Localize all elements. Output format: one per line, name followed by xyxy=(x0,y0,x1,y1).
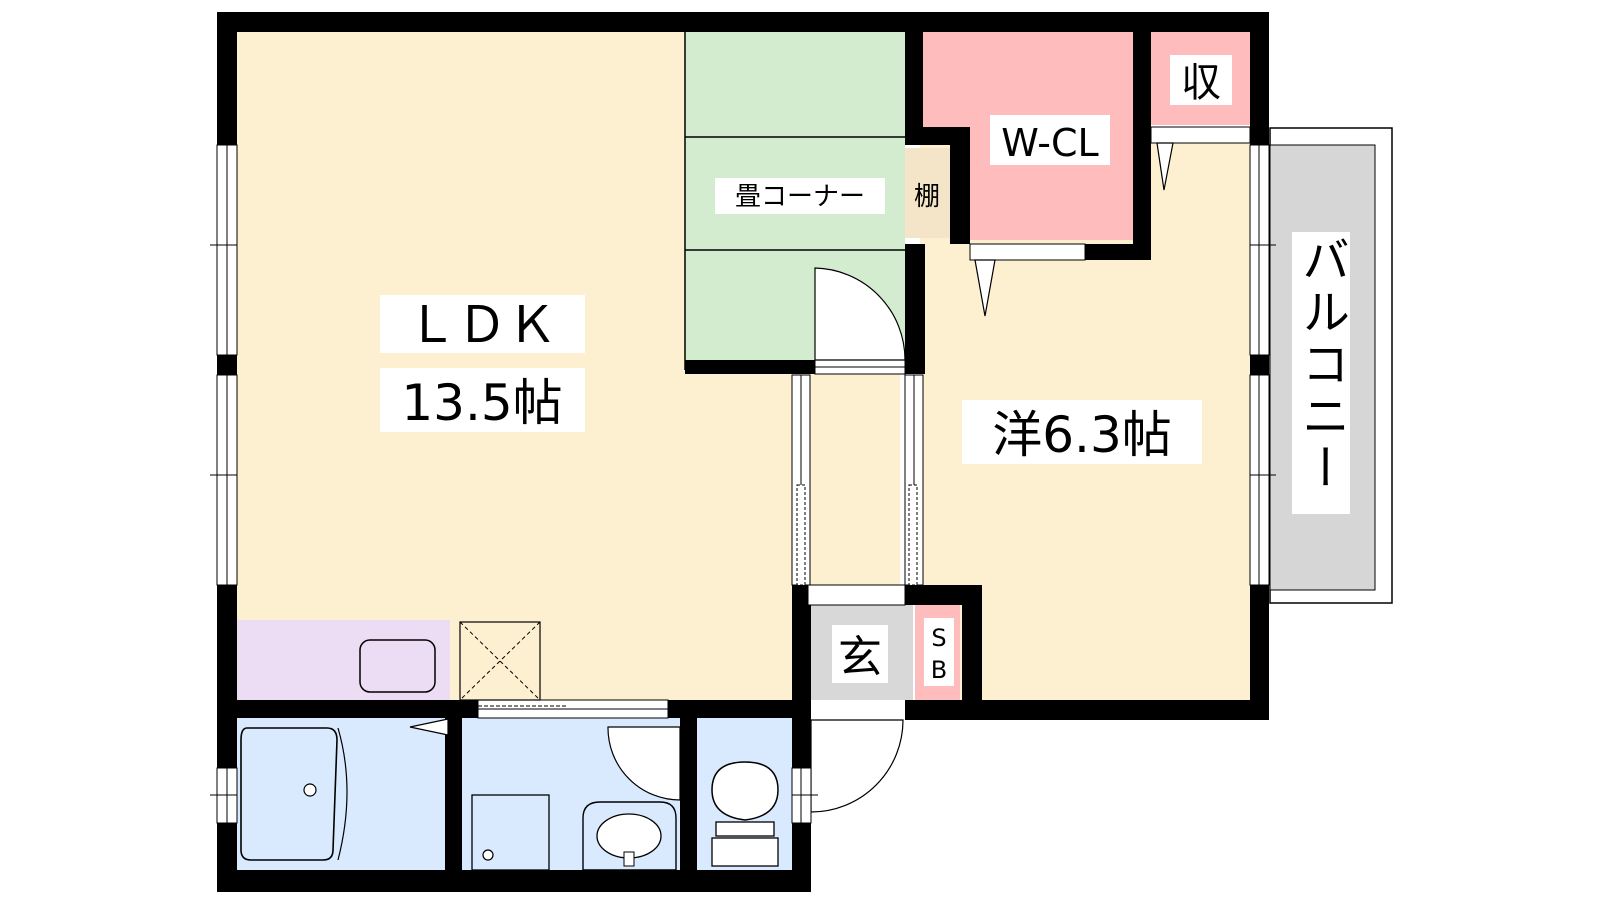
door-markers xyxy=(409,142,1174,736)
shoe-box-label-s: S xyxy=(931,624,946,652)
stove xyxy=(459,621,541,701)
storage-label: 収 xyxy=(1181,60,1221,106)
walls xyxy=(217,12,1269,892)
hallway-floor xyxy=(800,370,900,590)
ldk-name-label: ＬＤＫ xyxy=(407,296,557,354)
washbasin xyxy=(582,801,677,871)
walk-in-closet-label: W-CL xyxy=(1001,121,1098,165)
shelf-floor xyxy=(905,148,950,238)
ldk-size-label: 13.5帖 xyxy=(401,374,562,432)
shelf-label: 棚 xyxy=(914,182,940,212)
left-windows xyxy=(210,144,238,824)
bathtub xyxy=(240,727,348,861)
interior-doors xyxy=(477,126,1251,719)
balcony-label: バルコニー xyxy=(1293,235,1349,495)
western-room-label: 洋6.3帖 xyxy=(992,406,1172,464)
shoe-box-label-b: B xyxy=(931,656,947,684)
right-windows xyxy=(1249,144,1276,586)
tatami-corner-label: 畳コーナー xyxy=(735,182,865,212)
toilet xyxy=(711,761,779,867)
kitchen-sink xyxy=(359,639,436,693)
door-swings xyxy=(607,267,906,813)
western-room-floor-upper xyxy=(1150,140,1250,160)
entrance-label: 玄 xyxy=(838,632,882,683)
washing-machine-pan xyxy=(471,794,550,871)
